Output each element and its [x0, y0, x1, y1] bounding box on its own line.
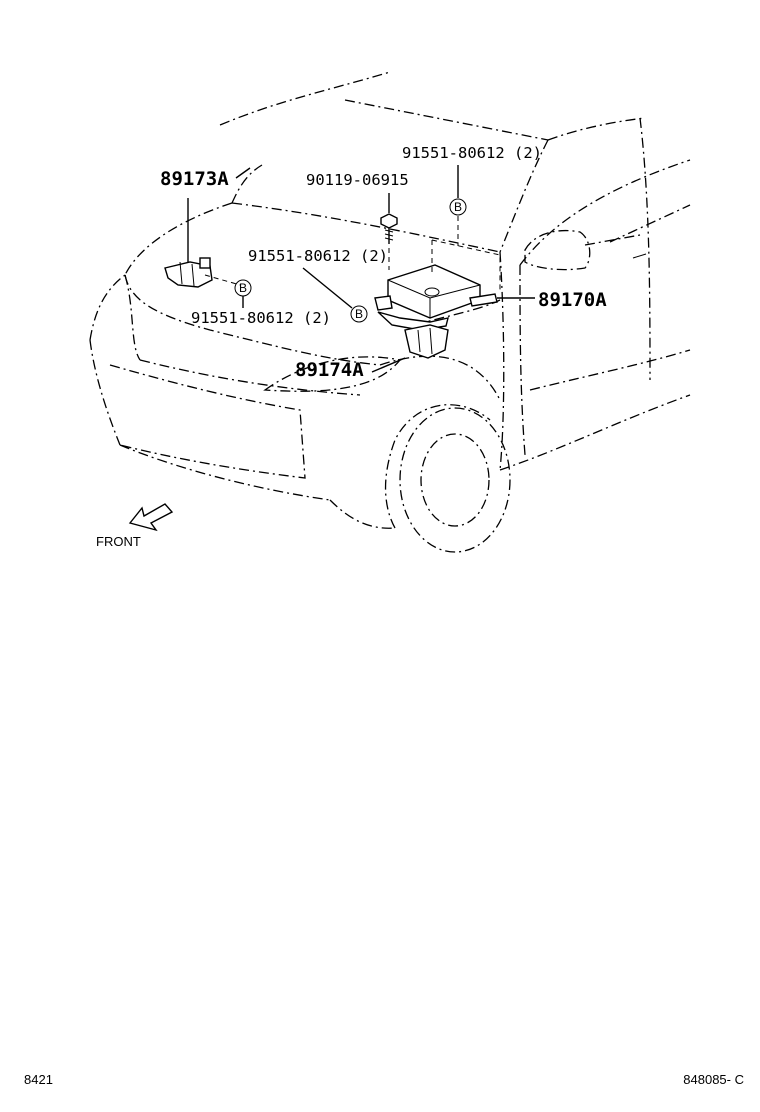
reference-marker-top: B	[449, 198, 467, 216]
front-direction-arrow-icon	[128, 503, 174, 532]
reference-marker-middle: B	[350, 305, 368, 323]
footer-left-code: 8421	[24, 1072, 53, 1087]
label-screw-top: 91551-80612 (2)	[402, 144, 542, 162]
bolt-90119	[380, 193, 398, 270]
svg-text:B: B	[355, 307, 363, 321]
label-bolt: 90119-06915	[306, 171, 409, 189]
leader-lines	[242, 165, 459, 309]
label-screw-middle: 91551-80612 (2)	[248, 247, 388, 265]
reference-marker-left: B	[234, 279, 252, 297]
footer-right-code: 848085- C	[683, 1072, 744, 1087]
airbag-sensor-assembly	[374, 239, 535, 331]
vehicle-outline	[89, 71, 691, 553]
svg-text:B: B	[239, 281, 247, 295]
label-front-sensor-right: 89174A	[295, 359, 364, 381]
label-screw-left: 91551-80612 (2)	[191, 309, 331, 327]
front-sensor-left	[164, 167, 251, 288]
label-front: FRONT	[96, 534, 141, 549]
svg-text:B: B	[454, 200, 462, 214]
label-front-sensor-left: 89173A	[160, 168, 229, 190]
label-airbag-sensor-assembly: 89170A	[538, 289, 607, 311]
front-sensor-right	[371, 324, 449, 373]
